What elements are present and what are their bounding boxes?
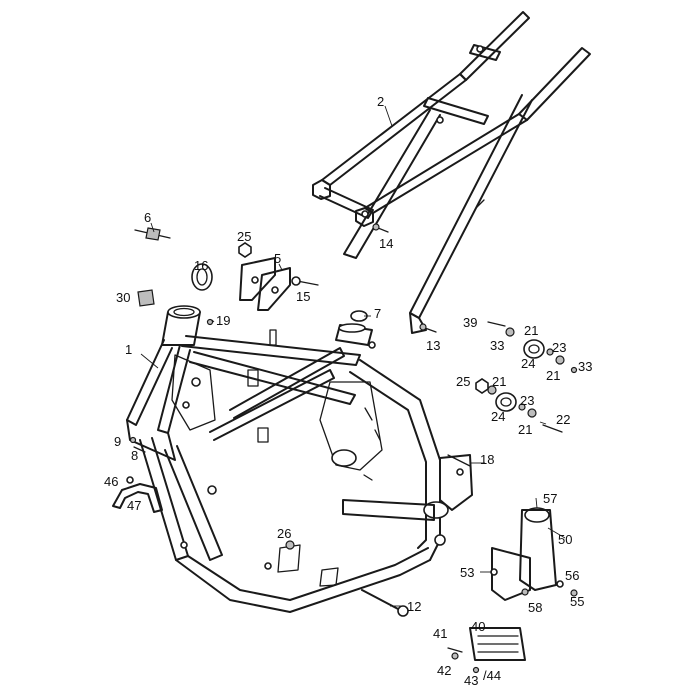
callout-7: 7 — [374, 306, 381, 321]
callout-33-a: 33 — [490, 338, 504, 353]
callout-58: 58 — [528, 600, 542, 615]
callout-23-a: 23 — [552, 340, 566, 355]
callout-2: 2 — [377, 94, 384, 109]
callout-1: 1 — [125, 342, 132, 357]
callout-44: /44 — [483, 668, 501, 683]
callout-55: 55 — [570, 594, 584, 609]
callout-25-b: 25 — [456, 374, 470, 389]
callout-57: 57 — [543, 491, 557, 506]
callout-18: 18 — [480, 452, 494, 467]
callout-labels: 1 2 5 6 7 8 9 12 13 14 15 16 18 19 21 21… — [104, 94, 592, 688]
callout-19: 19 — [216, 313, 230, 328]
callout-24-b: 24 — [491, 409, 505, 424]
callout-56: 56 — [565, 568, 579, 583]
callout-41: 41 — [433, 626, 447, 641]
callout-9: 9 — [114, 434, 121, 449]
callout-21-b: 21 — [546, 368, 560, 383]
callout-8: 8 — [131, 448, 138, 463]
callout-23-b: 23 — [520, 393, 534, 408]
callout-43: 43 — [464, 673, 478, 688]
callout-25-a: 25 — [237, 229, 251, 244]
small-parts — [112, 223, 578, 674]
callout-21-c: 21 — [492, 374, 506, 389]
callout-42: 42 — [437, 663, 451, 678]
callout-47: 47 — [127, 498, 141, 513]
callout-46: 46 — [104, 474, 118, 489]
callout-30: 30 — [116, 290, 130, 305]
callout-24-a: 24 — [521, 356, 535, 371]
rear-subframe — [312, 11, 591, 334]
callout-21-a: 21 — [524, 323, 538, 338]
callout-16: 16 — [194, 258, 208, 273]
callout-26: 26 — [277, 526, 291, 541]
callout-5: 5 — [274, 251, 281, 266]
callout-40: 40 — [471, 619, 485, 634]
callout-22: 22 — [556, 412, 570, 427]
callout-53: 53 — [460, 565, 474, 580]
callout-50: 50 — [558, 532, 572, 547]
leader-lines — [140, 105, 566, 607]
callout-33-b: 33 — [578, 359, 592, 374]
callout-14: 14 — [379, 236, 393, 251]
main-frame — [126, 305, 473, 613]
callout-15: 15 — [296, 289, 310, 304]
callout-12: 12 — [407, 599, 421, 614]
callout-39: 39 — [463, 315, 477, 330]
callout-6: 6 — [144, 210, 151, 225]
callout-21-d: 21 — [518, 422, 532, 437]
callout-13: 13 — [426, 338, 440, 353]
